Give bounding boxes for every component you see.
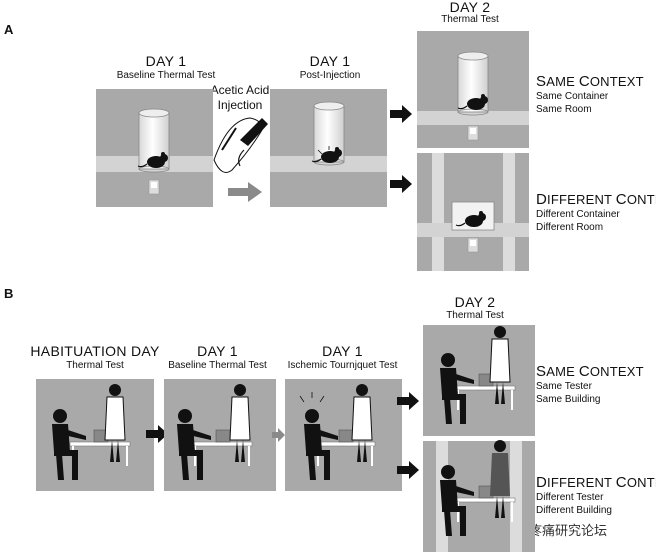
same-context-b-line1: Same Tester: [536, 381, 592, 392]
b-same-context-box: [423, 325, 535, 436]
injection-label: Acetic Acid Injection: [205, 83, 275, 113]
day2-b-subtitle: Thermal Test: [446, 310, 504, 321]
injection-line2: Injection: [217, 98, 263, 112]
same-context-a-line2: Same Room: [536, 104, 592, 115]
day1-baseline-title: DAY 1: [145, 53, 187, 69]
a-baseline-box: [96, 89, 213, 207]
a-post-box: [270, 89, 387, 207]
b-habituation-box: [36, 379, 154, 491]
arrow-to-same-a-icon: [390, 105, 412, 123]
day1-post-subtitle: Post-Injection: [299, 70, 361, 81]
grey-arrow-b-icon: [272, 428, 285, 442]
different-context-a-title: DIFFERENT CONTEXT: [536, 191, 656, 208]
panel-b-letter: B: [4, 286, 14, 301]
watermark-text: 疼痛研究论坛: [529, 523, 608, 538]
same-context-b-line2: Same Building: [536, 394, 601, 405]
day1-ischemic-subtitle: Ischemic Tournjquet Test: [287, 360, 398, 371]
day1-ischemic-title: DAY 1: [322, 343, 363, 359]
same-context-a: SAME CONTEXT Same Container Same Room: [536, 73, 644, 116]
b-ischemic-box: [285, 379, 402, 491]
same-context-b-title: SAME CONTEXT: [536, 363, 644, 380]
same-context-a-line1: Same Container: [536, 91, 609, 102]
injection-line1: Acetic Acid: [210, 83, 270, 97]
b-baseline-box: [164, 379, 276, 491]
a-different-context-box: [417, 153, 529, 271]
habituation-title: HABITUATION DAY: [30, 343, 160, 359]
same-context-a-title: SAME CONTEXT: [536, 73, 644, 90]
b-different-context-box: [423, 440, 535, 552]
day2-b-title: DAY 2: [454, 294, 496, 310]
same-context-b: SAME CONTEXT Same Tester Same Building: [536, 363, 644, 406]
different-context-b-title: DIFFERENT CONTEXT: [536, 474, 656, 491]
different-context-a-line2: Different Room: [536, 222, 604, 233]
habituation-subtitle: Thermal Test: [66, 360, 124, 371]
different-context-b-line1: Different Tester: [536, 492, 604, 503]
arrow-to-diff-a-icon: [390, 175, 412, 193]
panel-a-letter: A: [4, 22, 14, 37]
day2-a-title: DAY 2: [449, 0, 491, 15]
day1-baseline-subtitle: Baseline Thermal Test: [116, 70, 216, 81]
different-context-a: DIFFERENT CONTEXT Different Container Di…: [536, 191, 656, 234]
a-same-context-box: [417, 31, 529, 148]
different-context-a-line1: Different Container: [536, 209, 620, 220]
day2-a-subtitle: Thermal Test: [441, 14, 499, 25]
day1-post-title: DAY 1: [309, 53, 351, 69]
injection-illustration: [213, 117, 268, 173]
day1-b-baseline-subtitle: Baseline Thermal Test: [168, 360, 267, 371]
different-context-b: DIFFERENT CONTEXT Different Tester Diffe…: [536, 474, 656, 517]
grey-arrow-icon: [228, 182, 262, 202]
day1-b-baseline-title: DAY 1: [197, 343, 238, 359]
different-context-b-line2: Different Building: [536, 505, 612, 516]
